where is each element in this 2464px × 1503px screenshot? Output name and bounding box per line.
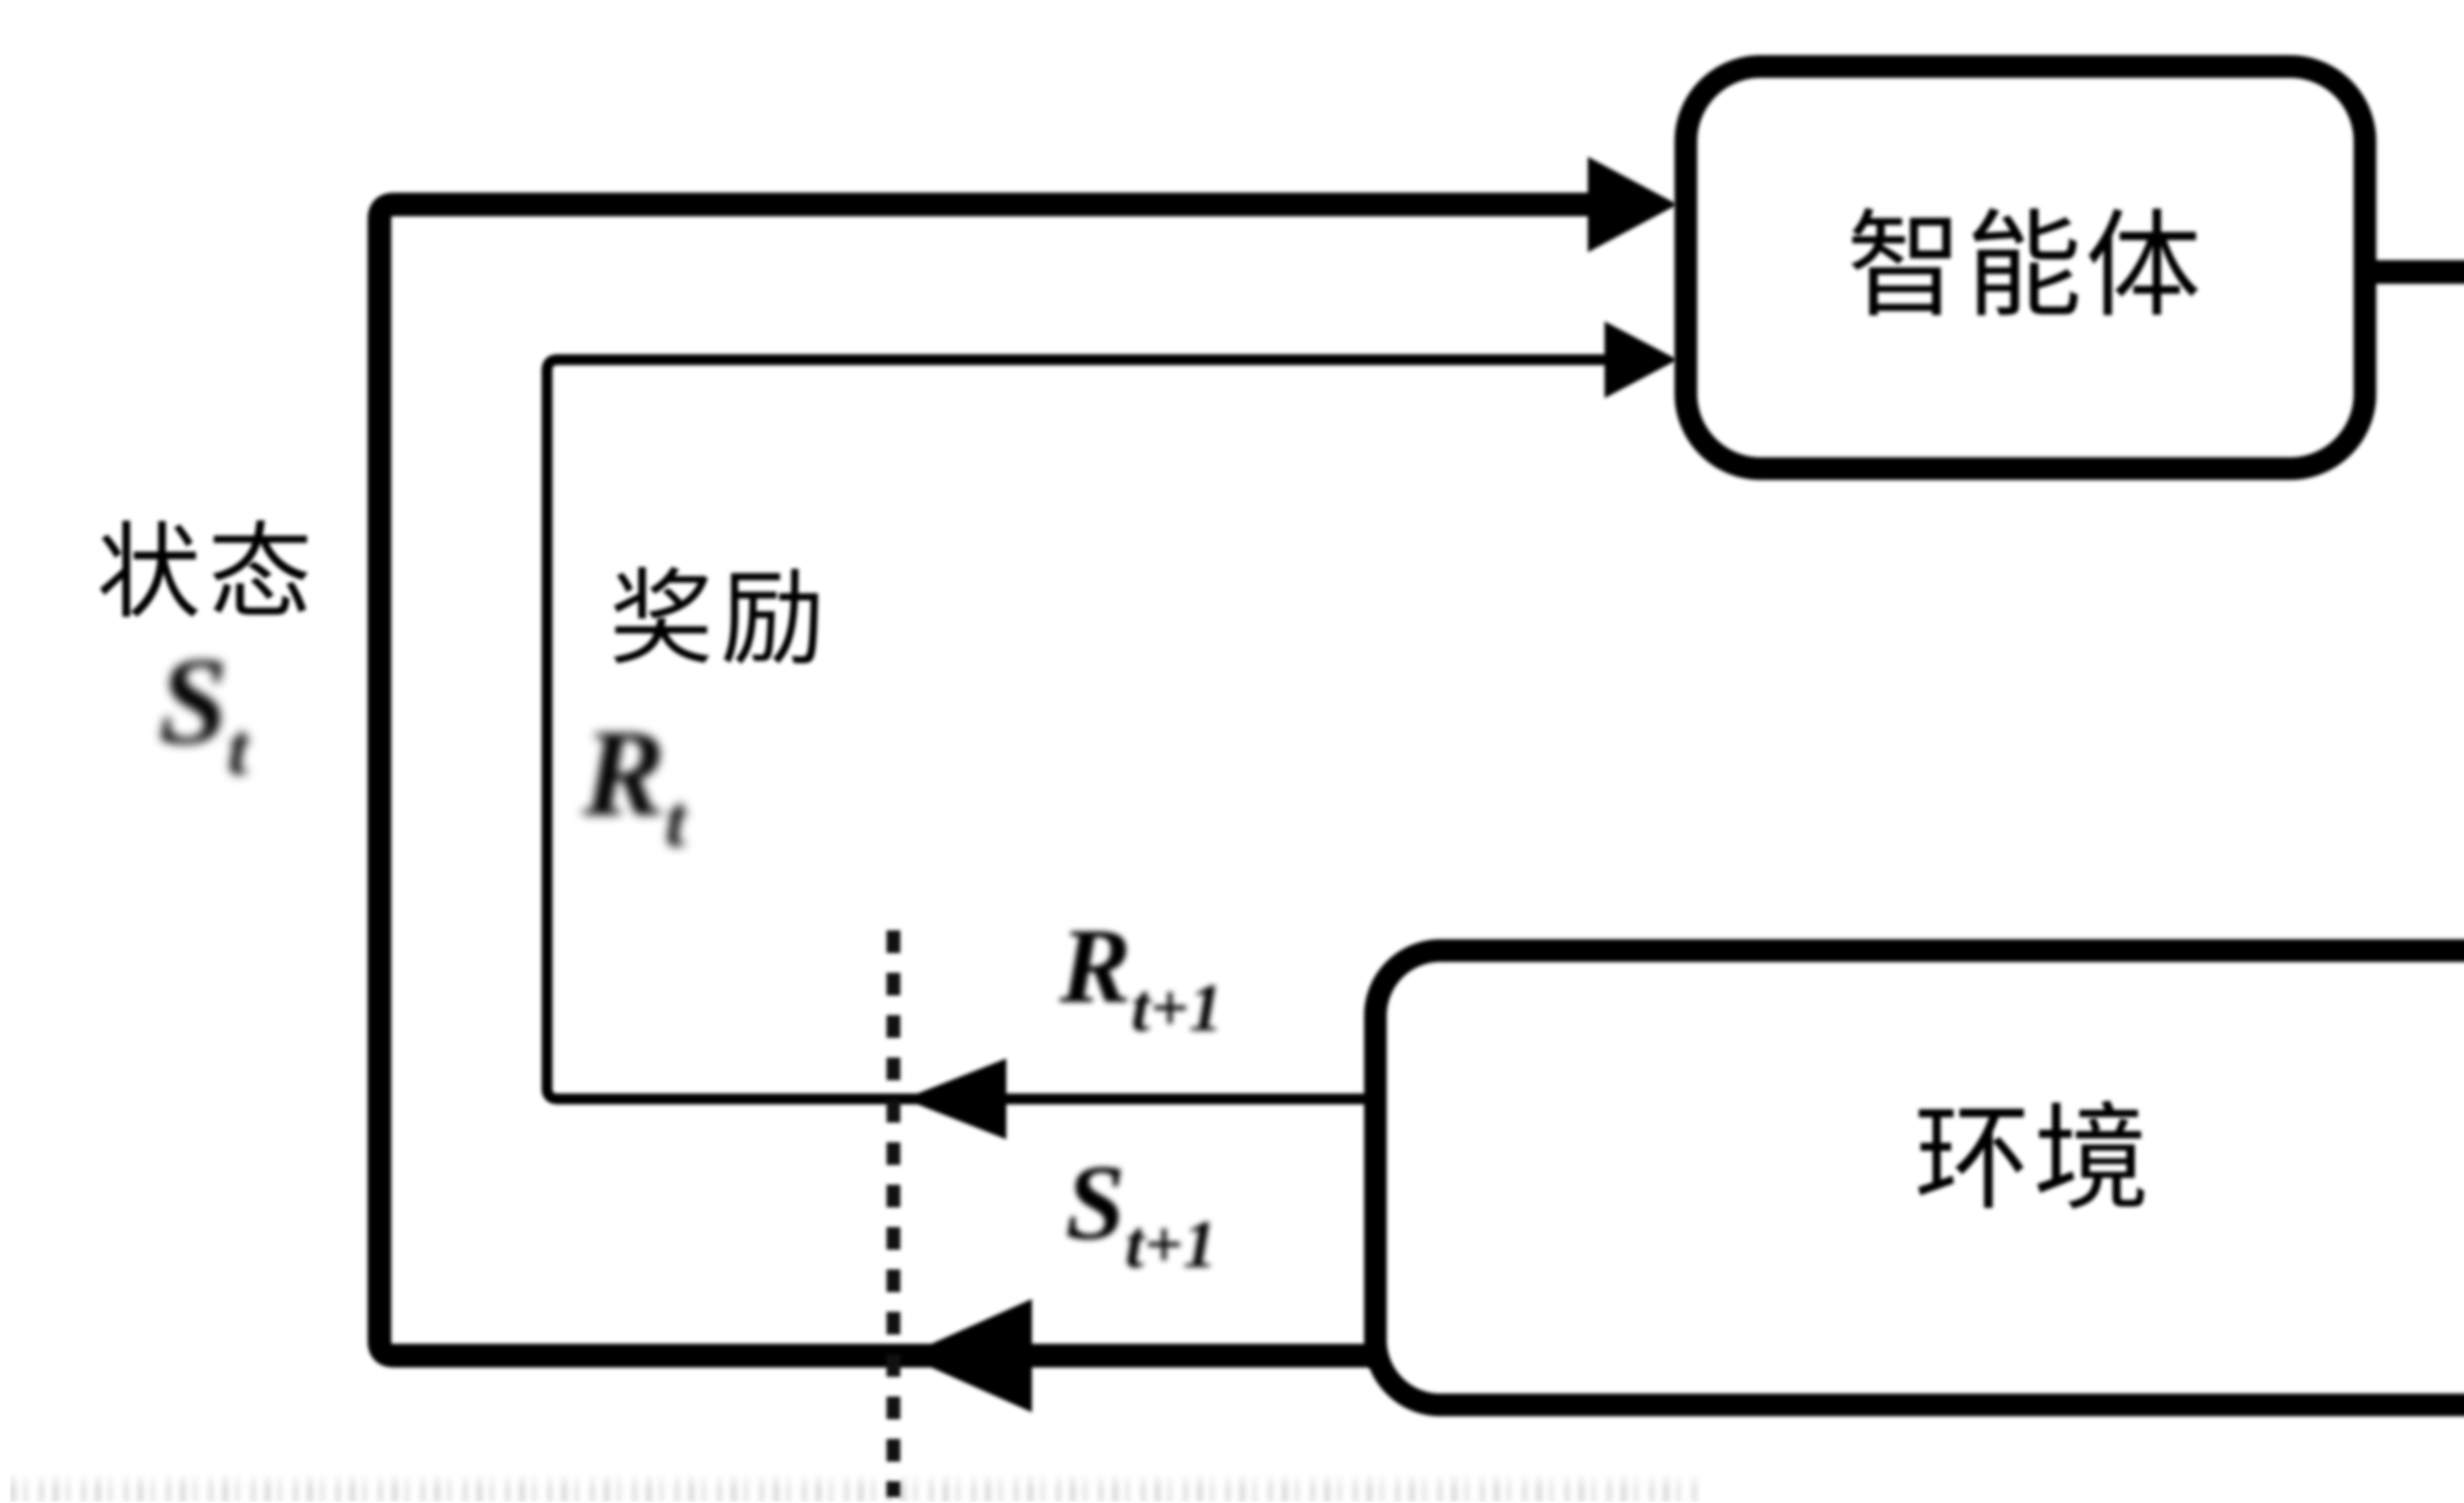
- reward-symbol: R: [582, 704, 666, 842]
- agent-box-label: 智能体: [1846, 203, 2204, 332]
- reward-next-arrowhead-icon: [904, 1059, 1006, 1139]
- state-arrowhead-into-agent-icon: [1588, 157, 1677, 252]
- reward-arrowhead-into-agent-icon: [1605, 321, 1677, 398]
- state-symbol: S: [159, 632, 228, 770]
- reward-loop-line: [542, 354, 1646, 1104]
- reward-next-subscript: t+1: [1131, 969, 1223, 1045]
- reward-next-symbol: R: [1060, 907, 1131, 1025]
- reward-label-cn: 奖励: [609, 562, 832, 678]
- reward-next-label: Rt+1: [1060, 913, 1223, 1042]
- reward-subscript: t: [665, 780, 686, 862]
- state-loop-line: [368, 193, 1641, 1367]
- state-next-subscript: t+1: [1125, 1206, 1217, 1282]
- state-label-cn: 状态: [97, 515, 319, 631]
- environment-box: 环境: [1364, 939, 2464, 1416]
- state-subscript: t: [228, 708, 248, 790]
- state-symbol-label: St: [159, 639, 248, 786]
- state-next-symbol: S: [1065, 1143, 1126, 1262]
- reward-symbol-label: Rt: [582, 711, 686, 858]
- state-next-arrowhead-icon: [905, 1299, 1032, 1412]
- state-next-label: St+1: [1065, 1149, 1217, 1278]
- agent-box: 智能体: [1675, 55, 2376, 480]
- environment-box-label: 环境: [1914, 1096, 2153, 1225]
- cropped-caption-remnant: [10, 1472, 1705, 1502]
